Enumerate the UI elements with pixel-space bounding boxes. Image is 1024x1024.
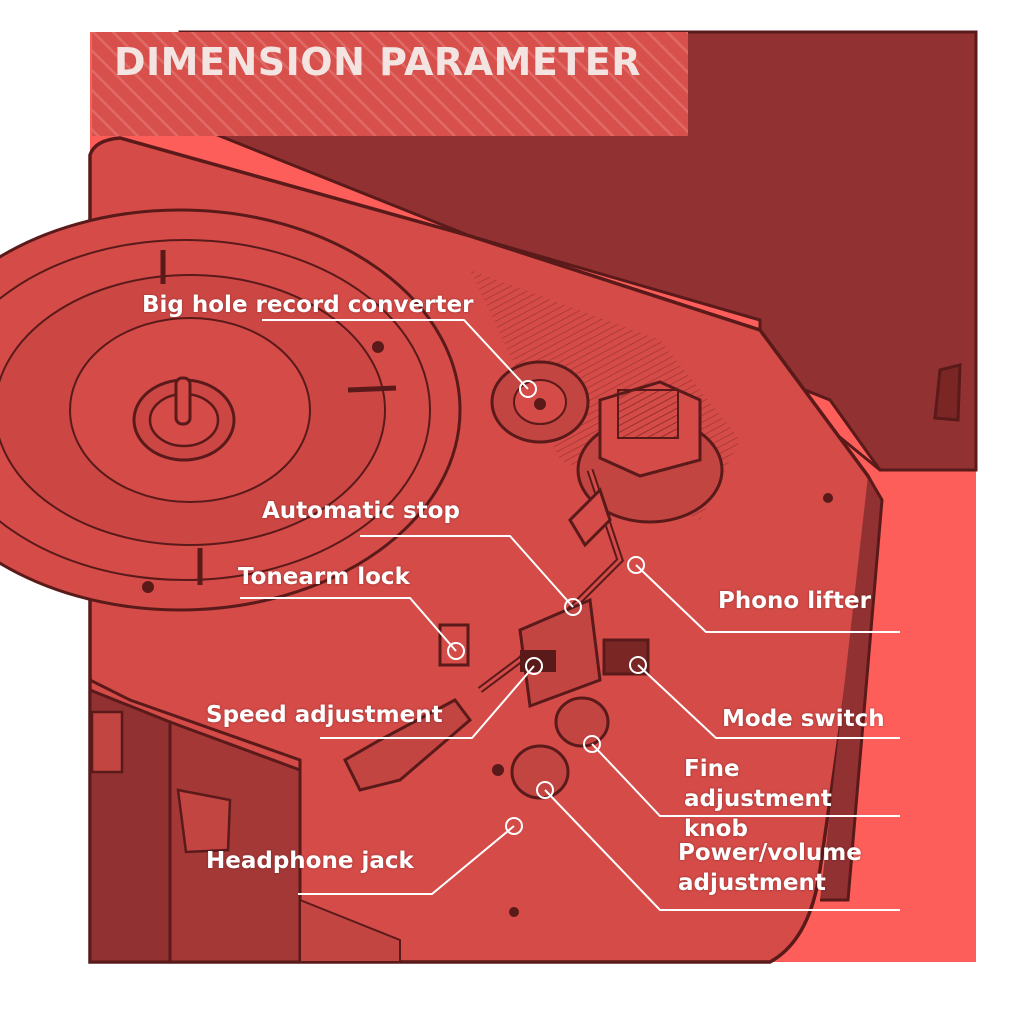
leader-big-hole: [262, 319, 529, 390]
leader-auto-stop: [360, 535, 574, 608]
marker-tonearm-lock: [447, 642, 465, 660]
leader-tonearm-lock: [240, 597, 457, 652]
marker-fine: [583, 735, 601, 753]
front-button: [90, 710, 124, 774]
leader-speed: [320, 665, 535, 739]
marker-mode: [629, 656, 647, 674]
label-mode-switch: Mode switch: [722, 706, 885, 732]
front-latch: [176, 788, 232, 854]
leader-power: [544, 789, 900, 911]
label-speed-adjustment: Speed adjustment: [206, 702, 443, 728]
marker-auto-stop: [564, 598, 582, 616]
label-phono-lifter: Phono lifter: [718, 588, 871, 614]
label-headphone-jack: Headphone jack: [206, 848, 414, 874]
label-big-hole-record-converter: Big hole record converter: [142, 292, 474, 318]
marker-headphone: [505, 817, 523, 835]
lid-hinge: [933, 363, 962, 422]
label-power-volume-adjustment: Power/volume adjustment: [678, 840, 862, 896]
adapter-puck: [490, 360, 590, 444]
tonearm: [343, 380, 724, 792]
marker-speed: [525, 657, 543, 675]
marker-phono-lifter: [627, 556, 645, 574]
page-title: DIMENSION PARAMETER: [114, 40, 641, 84]
base-side-edge: [820, 475, 884, 902]
platter: [0, 208, 462, 612]
leader-fine: [591, 743, 900, 817]
label-fine-adjustment-knob: Fine adjustment knob: [684, 756, 832, 842]
label-automatic-stop: Automatic stop: [262, 498, 460, 524]
label-tonearm-lock: Tonearm lock: [238, 564, 410, 590]
heading-band: [92, 32, 688, 136]
marker-power: [536, 781, 554, 799]
leader-headphone: [298, 825, 515, 895]
leader-phono-lifter: [635, 564, 900, 633]
leader-mode: [637, 664, 900, 739]
callout-lines: [240, 319, 900, 911]
side-grip: [299, 898, 401, 963]
marker-big-hole: [519, 380, 537, 398]
